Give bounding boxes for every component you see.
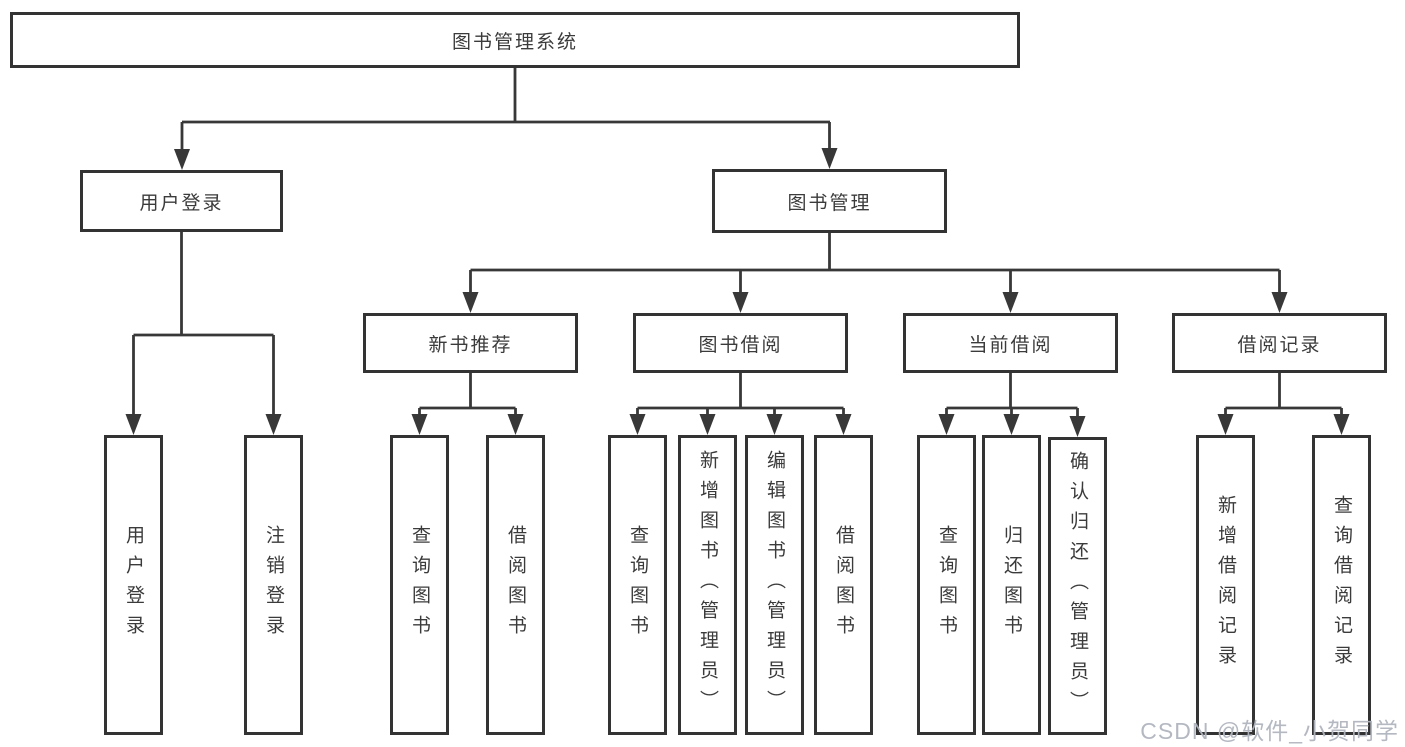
- watermark: CSDN @软件_小贺同学: [1140, 718, 1399, 744]
- node-library-system: 图书管理系统: [10, 12, 1020, 68]
- node-book-borrow: 图书借阅: [633, 313, 848, 373]
- node-book-management: 图书管理: [712, 169, 947, 233]
- node-user-login: 用户登录: [80, 170, 283, 232]
- leaf-edit-book-admin: 编辑图书（管理员）: [745, 435, 804, 735]
- leaf-confirm-return-admin: 确认归还（管理员）: [1048, 437, 1107, 735]
- leaf-query-book-1: 查询图书: [390, 435, 449, 735]
- node-borrow-record: 借阅记录: [1172, 313, 1387, 373]
- leaf-add-borrow-record: 新增借阅记录: [1196, 435, 1255, 735]
- leaf-logout: 注销登录: [244, 435, 303, 735]
- leaf-query-book-2: 查询图书: [608, 435, 667, 735]
- leaf-query-borrow-record: 查询借阅记录: [1312, 435, 1371, 735]
- leaf-borrow-book-2: 借阅图书: [814, 435, 873, 735]
- leaf-borrow-book-1: 借阅图书: [486, 435, 545, 735]
- node-current-borrow: 当前借阅: [903, 313, 1118, 373]
- node-new-book-recommend: 新书推荐: [363, 313, 578, 373]
- leaf-query-book-3: 查询图书: [917, 435, 976, 735]
- leaf-return-book: 归还图书: [982, 435, 1041, 735]
- leaf-user-login: 用户登录: [104, 435, 163, 735]
- leaf-add-book-admin: 新增图书（管理员）: [678, 435, 737, 735]
